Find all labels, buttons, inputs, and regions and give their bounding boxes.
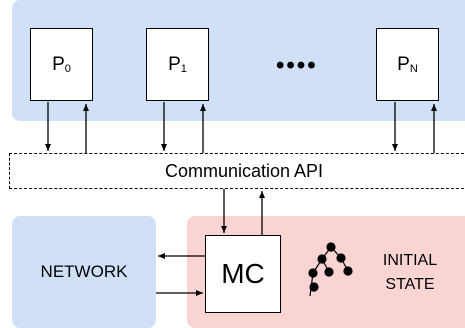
process-label: P xyxy=(52,53,65,75)
process-subscript: N xyxy=(409,62,418,75)
communication-api-box: Communication API xyxy=(9,153,465,189)
network-label: NETWORK xyxy=(40,262,128,281)
process-label: P xyxy=(397,53,410,75)
mc-label: MC xyxy=(221,258,265,289)
communication-api-label: Communication API xyxy=(164,160,324,181)
ellipsis: •••• xyxy=(276,52,318,79)
process-subscript: 0 xyxy=(64,62,71,75)
initial-state-line1: INITIAL xyxy=(382,252,438,269)
network-panel xyxy=(12,216,156,328)
process-label: P xyxy=(168,53,181,75)
state-tree-icon xyxy=(308,242,353,297)
process-subscript: 1 xyxy=(180,62,187,75)
mc-box: MC xyxy=(205,235,281,313)
initial-state-line2: STATE xyxy=(385,276,435,293)
initial-state-label: INITIAL STATE xyxy=(360,249,460,297)
